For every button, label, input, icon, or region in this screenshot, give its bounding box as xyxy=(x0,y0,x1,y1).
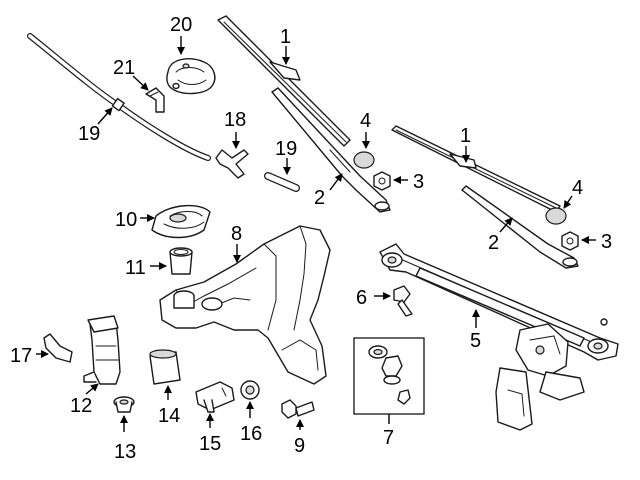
callout-17: 17 xyxy=(10,345,32,367)
callout-21: 21 xyxy=(113,57,135,79)
filler-cap xyxy=(169,247,193,275)
sensor-grommet xyxy=(240,380,260,400)
level-sensor-sleeve xyxy=(149,349,181,385)
pump-kit-parts xyxy=(368,345,411,405)
callout-16: 16 xyxy=(240,423,262,445)
callout-7: 7 xyxy=(383,427,394,449)
callout-13: 13 xyxy=(114,441,136,463)
wiper-arm-right xyxy=(461,185,579,269)
callout-2a: 2 xyxy=(314,187,325,209)
y-connector xyxy=(215,149,249,179)
callout-5: 5 xyxy=(470,330,481,352)
callout-9: 9 xyxy=(294,435,305,457)
washer-hose-long xyxy=(27,33,211,161)
callout-15: 15 xyxy=(199,433,221,455)
callout-10: 10 xyxy=(115,209,137,231)
callout-4a: 4 xyxy=(360,110,371,132)
level-sensor xyxy=(195,381,235,413)
callout-18: 18 xyxy=(224,109,246,131)
callout-1a: 1 xyxy=(280,26,291,48)
callout-6: 6 xyxy=(356,287,367,309)
callout-12: 12 xyxy=(70,395,92,417)
callout-3a: 3 xyxy=(413,171,424,193)
callout-1b: 1 xyxy=(460,125,471,147)
wiper-linkage-motor xyxy=(379,243,619,431)
callout-3b: 3 xyxy=(601,231,612,253)
callout-8: 8 xyxy=(231,223,242,245)
pivot-cap-right xyxy=(545,207,567,225)
callout-20: 20 xyxy=(170,14,192,36)
callouts: 20 21 19 18 19 1 2 4 3 1 4 2 3 xyxy=(10,14,612,463)
callout-4b: 4 xyxy=(572,177,583,199)
pump-grommet xyxy=(113,396,135,413)
callout-11: 11 xyxy=(125,257,146,279)
nut-right xyxy=(561,231,579,251)
filler-neck-seal xyxy=(151,205,211,239)
callout-19a: 19 xyxy=(78,123,100,145)
wiper-arm-left xyxy=(271,87,391,213)
mounting-bolt-linkage xyxy=(393,285,413,317)
hose-elbow xyxy=(43,333,73,363)
nut-left xyxy=(373,171,391,191)
washer-pump xyxy=(83,315,121,385)
callout-14: 14 xyxy=(158,405,180,427)
mounting-bolt-reservoir xyxy=(281,399,315,419)
wiper-blade-right xyxy=(391,125,561,213)
washer-reservoir xyxy=(159,225,331,385)
callout-19b: 19 xyxy=(275,138,297,160)
elbow-connector xyxy=(145,87,165,113)
nozzle-bracket xyxy=(166,58,216,95)
washer-hose-short xyxy=(264,172,300,192)
pivot-cap-left xyxy=(353,151,375,169)
wiper-blade-left xyxy=(217,15,351,147)
callout-2b: 2 xyxy=(488,232,499,254)
